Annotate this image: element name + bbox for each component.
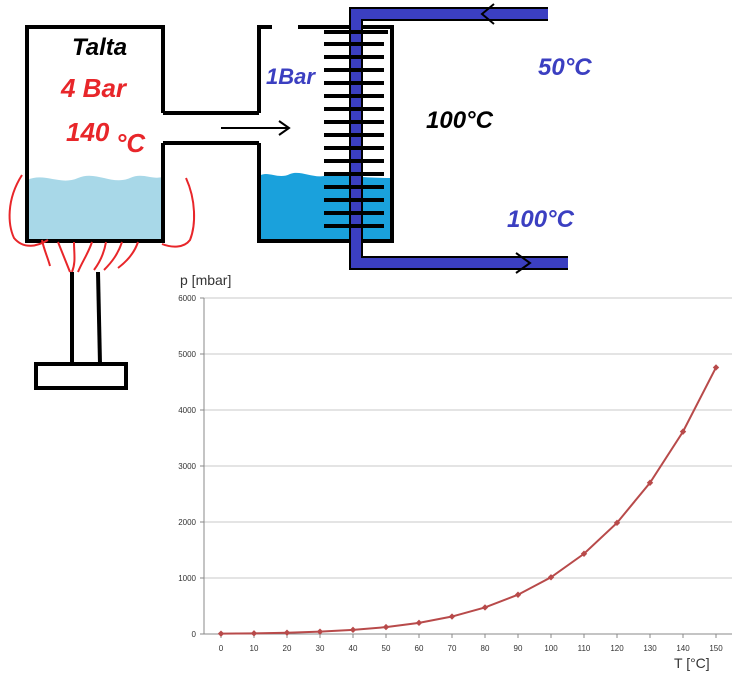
chart-ytick-label: 5000 (178, 350, 196, 359)
boiler-temp-unit: °C (116, 128, 146, 158)
chart-xtick-label: 60 (415, 644, 424, 653)
chart-point (712, 364, 720, 371)
chart-point (613, 519, 621, 527)
vapor-pressure-chart: p [mbar] T [°C] 010002000300040005000600… (178, 272, 732, 671)
boiler (25, 25, 165, 243)
boiler-vessel (25, 25, 165, 243)
coolant-in-temp-label: 50°C (538, 54, 592, 81)
chart-xtick-label: 130 (643, 644, 657, 653)
chart-xtick-label: 110 (578, 644, 591, 653)
chart-point (415, 619, 423, 627)
chart-ytick-label: 0 (192, 630, 197, 639)
chart-xtick-label: 10 (250, 644, 259, 653)
chart-point (547, 574, 555, 581)
chart-series (217, 364, 720, 637)
chart-ytick-label: 1000 (178, 574, 196, 583)
chart-xtick-label: 150 (709, 644, 723, 653)
condenser-water (259, 172, 392, 240)
chart-point (349, 626, 357, 634)
chart-xtick-label: 0 (219, 644, 224, 653)
boiler-pressure-label: 4 Bar (60, 73, 128, 103)
chart-grid (204, 297, 732, 579)
boiler-water (27, 175, 162, 241)
chart-point (448, 613, 456, 620)
talta-label: Talta (72, 34, 127, 61)
coolant-out-arrow-icon (515, 252, 532, 274)
chart-point (283, 629, 291, 636)
chart-series-line (220, 366, 717, 635)
cooling-fins (324, 30, 388, 228)
chart-ytick-label: 6000 (178, 294, 196, 303)
chart-xtick-label: 70 (448, 644, 457, 653)
steam-pipe (163, 111, 291, 145)
chart-xticks: 0 10 20 30 40 50 60 70 80 90 100 110 120 130 140 150 (219, 644, 723, 653)
chart-ytick-label: 4000 (178, 406, 196, 415)
chart-point (250, 630, 258, 637)
chart-axes (200, 297, 732, 638)
chart-xtick-label: 140 (676, 644, 690, 653)
chart-ytick-label: 3000 (178, 462, 196, 471)
condenser-temp-label: 100°C (426, 107, 494, 134)
chart-xlabel: T [°C] (674, 655, 710, 671)
coolant-in-arrow-icon (480, 3, 495, 25)
condenser-pressure-label: 1Bar (266, 64, 316, 89)
chart-xtick-label: 20 (283, 644, 292, 653)
chart-ylabel: p [mbar] (180, 272, 231, 288)
chart-point (382, 623, 390, 631)
chart-point (679, 428, 687, 435)
chart-xtick-label: 90 (514, 644, 523, 653)
chart-point (514, 591, 522, 598)
chart-ytick-label: 2000 (178, 518, 196, 527)
chart-point (580, 550, 588, 557)
chart-xtick-label: 80 (481, 644, 490, 653)
chart-xtick-label: 100 (544, 644, 558, 653)
flow-arrow-icon (278, 120, 291, 136)
boiler-temp-value: 140 (66, 117, 110, 147)
chart-xtick-label: 40 (349, 644, 358, 653)
flames (8, 174, 196, 273)
chart-xtick-label: 50 (382, 644, 391, 653)
burner-stand (34, 271, 128, 390)
coolant-out-temp-label: 100°C (507, 206, 575, 233)
cooling-pipe (324, 3, 568, 274)
chart-xtick-label: 30 (316, 644, 325, 653)
chart-point (217, 630, 225, 637)
chart-point (646, 479, 654, 486)
chart-point (316, 628, 324, 635)
chart-yticks: 0 1000 2000 3000 4000 5000 6000 (178, 294, 196, 639)
chart-xtick-label: 120 (610, 644, 624, 653)
chart-point (481, 604, 489, 611)
